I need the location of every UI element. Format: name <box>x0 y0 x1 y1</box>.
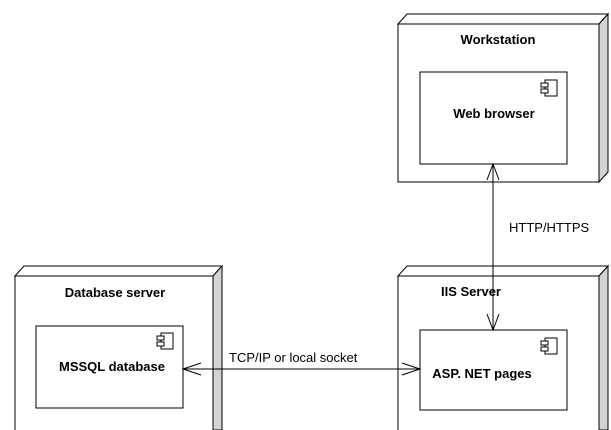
node-database-server-title: Database server <box>65 285 165 300</box>
node-database-server-top-face <box>13 265 224 277</box>
node-iis-server-top-face <box>396 265 610 277</box>
node-database-server: Database server MSSQL database <box>13 264 224 430</box>
node-workstation: Workstation Web browser <box>396 12 610 184</box>
node-iis-server-side-face <box>598 264 609 430</box>
connector-tcp: TCP/IP or local socket <box>181 350 422 376</box>
connector-http: HTTP/HTTPS <box>486 162 589 332</box>
component-icon <box>540 337 558 355</box>
arrowhead-left-icon <box>181 362 202 376</box>
component-icon <box>156 332 174 350</box>
component-web-browser: Web browser <box>419 71 568 165</box>
arrowhead-right-icon <box>401 362 422 376</box>
component-web-browser-label: Web browser <box>453 106 534 121</box>
node-database-server-side-face <box>212 264 223 430</box>
connector-http-label: HTTP/HTTPS <box>509 220 589 235</box>
component-asp-net-pages: ASP. NET pages <box>419 329 568 411</box>
component-icon <box>540 79 558 97</box>
connector-tcp-label: TCP/IP or local socket <box>229 350 358 365</box>
component-mssql-database-label: MSSQL database <box>59 359 165 374</box>
node-workstation-title: Workstation <box>461 32 536 47</box>
arrowhead-up-icon <box>486 162 500 181</box>
node-iis-server-title: IIS Server <box>441 284 501 299</box>
node-workstation-top-face <box>396 13 610 25</box>
component-asp-net-pages-label: ASP. NET pages <box>432 366 531 381</box>
node-workstation-side-face <box>598 12 609 184</box>
component-mssql-database: MSSQL database <box>35 325 184 409</box>
arrowhead-down-icon <box>486 313 500 332</box>
node-iis-server: IIS Server ASP. NET pages <box>396 264 610 430</box>
